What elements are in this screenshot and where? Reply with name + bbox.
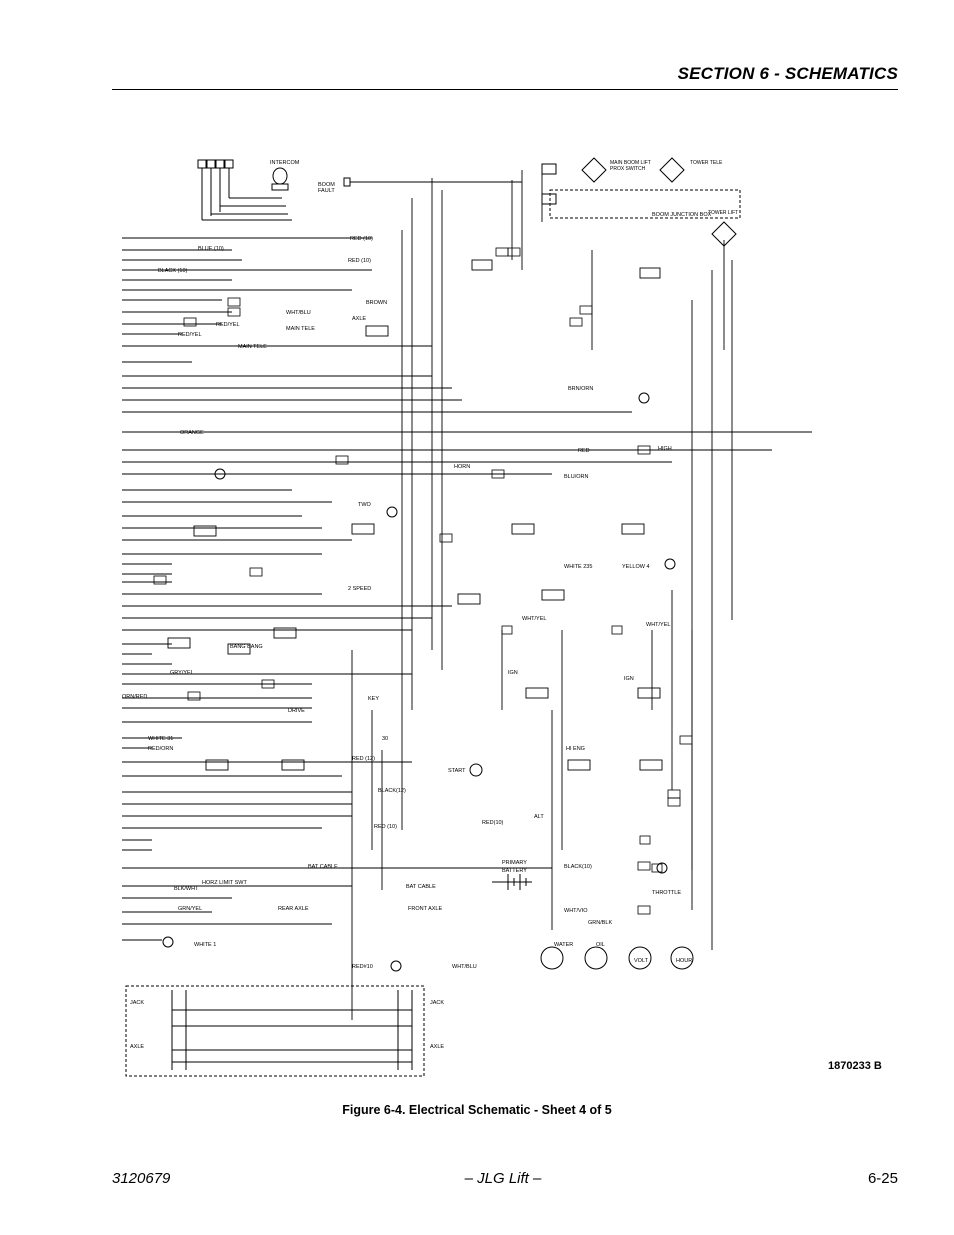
svg-text:HIGH: HIGH	[658, 446, 672, 452]
svg-text:BANG BANG: BANG BANG	[230, 644, 263, 650]
svg-text:RED/YEL: RED/YEL	[216, 322, 240, 328]
svg-text:BRN/ORN: BRN/ORN	[568, 386, 593, 392]
svg-text:BLACK(10): BLACK(10)	[564, 864, 592, 870]
svg-text:IGN: IGN	[508, 670, 518, 676]
svg-text:AXLE: AXLE	[430, 1044, 444, 1050]
boom-junction-box-label: BOOM JUNCTION BOX	[652, 212, 712, 218]
svg-text:ORANGE: ORANGE	[180, 430, 204, 436]
electrical-schematic: BOOM JUNCTION BOX MAIN BOOM LIFT PROX SW…	[122, 157, 812, 1077]
svg-text:TWO: TWO	[358, 502, 372, 508]
page-number: 6-25	[867, 1170, 898, 1187]
svg-text:WHITE 1: WHITE 1	[194, 942, 216, 948]
left-harness-lines	[122, 237, 812, 941]
svg-text:WATER: WATER	[554, 942, 573, 948]
boom-fault-label: BOOM	[318, 182, 335, 188]
svg-text:BLU/ORN: BLU/ORN	[564, 474, 588, 480]
svg-text:OIL: OIL	[596, 942, 605, 948]
svg-text:BLACK (10): BLACK (10)	[158, 268, 188, 274]
svg-text:GRN/BLK: GRN/BLK	[588, 920, 612, 926]
svg-text:RED (10): RED (10)	[348, 258, 371, 264]
figure-caption: Figure 6-4. Electrical Schematic - Sheet…	[342, 1103, 612, 1117]
svg-text:MAIN TELE: MAIN TELE	[286, 326, 315, 332]
header-rule	[112, 89, 898, 90]
intercom-label: INTERCOM	[270, 160, 300, 166]
section-title: SECTION 6 - SCHEMATICS	[677, 64, 898, 83]
svg-text:RED: RED	[578, 448, 590, 454]
svg-text:HORZ LIMIT SWT: HORZ LIMIT SWT	[202, 880, 247, 886]
svg-text:YELLOW 4: YELLOW 4	[622, 564, 650, 570]
schematic-labels: BLUE (10) BLACK (10) RED (10) RED (10) BRO…	[122, 236, 692, 1050]
svg-text:WHT/YEL: WHT/YEL	[646, 622, 670, 628]
svg-text:REAR AXLE: REAR AXLE	[278, 906, 309, 912]
svg-text:BLUE (10): BLUE (10)	[198, 246, 224, 252]
svg-text:KEY: KEY	[368, 696, 379, 702]
svg-text:BAT CABLE: BAT CABLE	[406, 884, 436, 890]
svg-text:BATTERY: BATTERY	[502, 868, 527, 874]
battery-and-switches	[125, 874, 532, 1077]
connector-circles	[162, 392, 694, 972]
svg-text:JACK: JACK	[430, 1000, 444, 1006]
svg-text:BAT CABLE: BAT CABLE	[308, 864, 338, 870]
svg-text:WHT/BLU: WHT/BLU	[286, 310, 311, 316]
svg-text:ORN/RED: ORN/RED	[122, 694, 147, 700]
svg-text:FRONT AXLE: FRONT AXLE	[408, 906, 442, 912]
main-boom-lift-prox-label: MAIN BOOM LIFT	[610, 160, 651, 166]
svg-text:30: 30	[382, 736, 388, 742]
svg-text:WHITE 31: WHITE 31	[148, 736, 173, 742]
svg-text:AXLE: AXLE	[352, 316, 366, 322]
svg-text:RED/ORN: RED/ORN	[148, 746, 173, 752]
fault-label: FAULT	[318, 188, 335, 194]
svg-text:START: START	[448, 768, 466, 774]
intercom-group: INTERCOM BOOM FAULT	[197, 159, 522, 221]
svg-text:JACK: JACK	[130, 1000, 144, 1006]
svg-text:HORN: HORN	[454, 464, 470, 470]
prox-switch-label: PROX SWITCH	[610, 166, 646, 172]
vertical-trunks	[351, 170, 733, 1020]
svg-text:PRIMARY: PRIMARY	[502, 860, 527, 866]
svg-text:WHT/YEL: WHT/YEL	[522, 616, 546, 622]
svg-text:WHITE 235: WHITE 235	[564, 564, 592, 570]
svg-text:WHT/VIO: WHT/VIO	[564, 908, 588, 914]
svg-text:2 SPEED: 2 SPEED	[348, 586, 371, 592]
svg-text:RED/YEL: RED/YEL	[178, 332, 202, 338]
svg-text:VOLT: VOLT	[634, 958, 649, 964]
relays	[167, 259, 663, 771]
svg-text:IGN: IGN	[624, 676, 634, 682]
svg-text:ALT: ALT	[534, 814, 544, 820]
svg-text:RED (12): RED (12)	[352, 756, 375, 762]
svg-text:BLACK(12): BLACK(12)	[378, 788, 406, 794]
footer-center-text: – JLG Lift –	[464, 1170, 542, 1187]
svg-text:GRY/YEL: GRY/YEL	[170, 670, 194, 676]
drawing-number: 1870233 B	[828, 1060, 882, 1072]
svg-text:BLK/WHT: BLK/WHT	[174, 886, 199, 892]
tower-tele-prox-label: TOWER TELE	[690, 160, 723, 166]
svg-text:HI ENG: HI ENG	[566, 746, 585, 752]
svg-text:RED (10): RED (10)	[374, 824, 397, 830]
svg-text:MAIN TELE: MAIN TELE	[238, 344, 267, 350]
svg-text:GRN/YEL: GRN/YEL	[178, 906, 202, 912]
svg-text:RED#10: RED#10	[352, 964, 373, 970]
boom-junction-area: BOOM JUNCTION BOX MAIN BOOM LIFT PROX SW…	[541, 157, 741, 247]
terminal-boxes	[153, 247, 693, 915]
svg-text:RED(10): RED(10)	[482, 820, 504, 826]
svg-text:WHT/BLU: WHT/BLU	[452, 964, 477, 970]
svg-text:HOUR: HOUR	[676, 958, 692, 964]
svg-text:AXLE: AXLE	[130, 1044, 144, 1050]
svg-text:BROWN: BROWN	[366, 300, 387, 306]
doc-number: 3120679	[112, 1170, 171, 1187]
tower-lift-prox-label: TOWER LIFT	[708, 210, 738, 216]
svg-text:THROTTLE: THROTTLE	[652, 890, 681, 896]
svg-text:DRIVE: DRIVE	[288, 708, 305, 714]
svg-text:RED (10): RED (10)	[350, 236, 373, 242]
